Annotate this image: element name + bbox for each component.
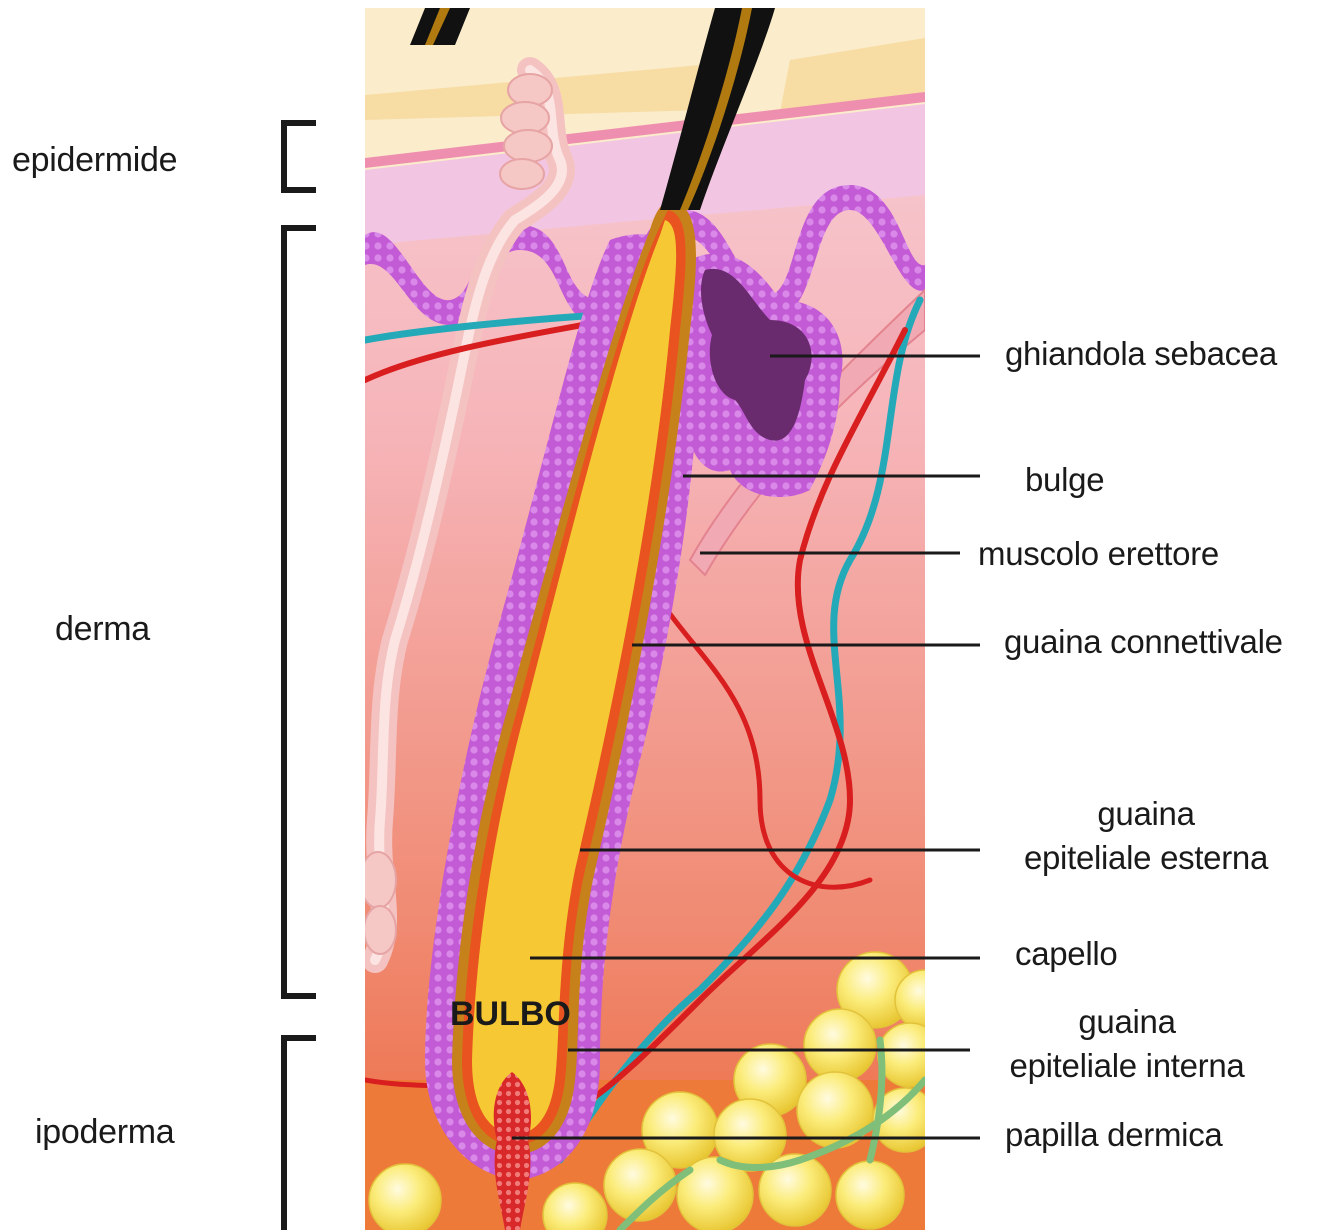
epidermis-label: epidermide xyxy=(12,138,177,183)
dermal-papilla-label: papilla dermica xyxy=(1005,1113,1222,1157)
arrector-muscle-label: muscolo erettore xyxy=(978,532,1219,576)
inner-sheath-label: guaina epiteliale interna xyxy=(992,1000,1262,1087)
hypodermis-label: ipoderma xyxy=(35,1110,174,1155)
epidermis-bracket xyxy=(284,123,316,190)
hypodermis-bracket xyxy=(284,1038,316,1230)
inner-sheath-label-line2: epiteliale interna xyxy=(992,1044,1262,1088)
outer-sheath-label-line1: guaina xyxy=(1005,792,1287,836)
outer-sheath-label-line2: epiteliale esterna xyxy=(1005,836,1287,880)
bulge-label: bulge xyxy=(1025,458,1104,502)
outer-sheath-label: guaina epiteliale esterna xyxy=(1005,792,1287,879)
sebaceous-gland-label: ghiandola sebacea xyxy=(1005,332,1277,376)
dermis-bracket xyxy=(284,228,316,996)
connective-sheath-label: guaina connettivale xyxy=(1004,620,1283,664)
inner-sheath-label-line1: guaina xyxy=(992,1000,1262,1044)
dermis-label: derma xyxy=(55,607,150,652)
layer-brackets xyxy=(284,123,316,1230)
bulb-label: BULBO xyxy=(450,995,571,1034)
hair-shaft-label: capello xyxy=(1015,932,1117,976)
